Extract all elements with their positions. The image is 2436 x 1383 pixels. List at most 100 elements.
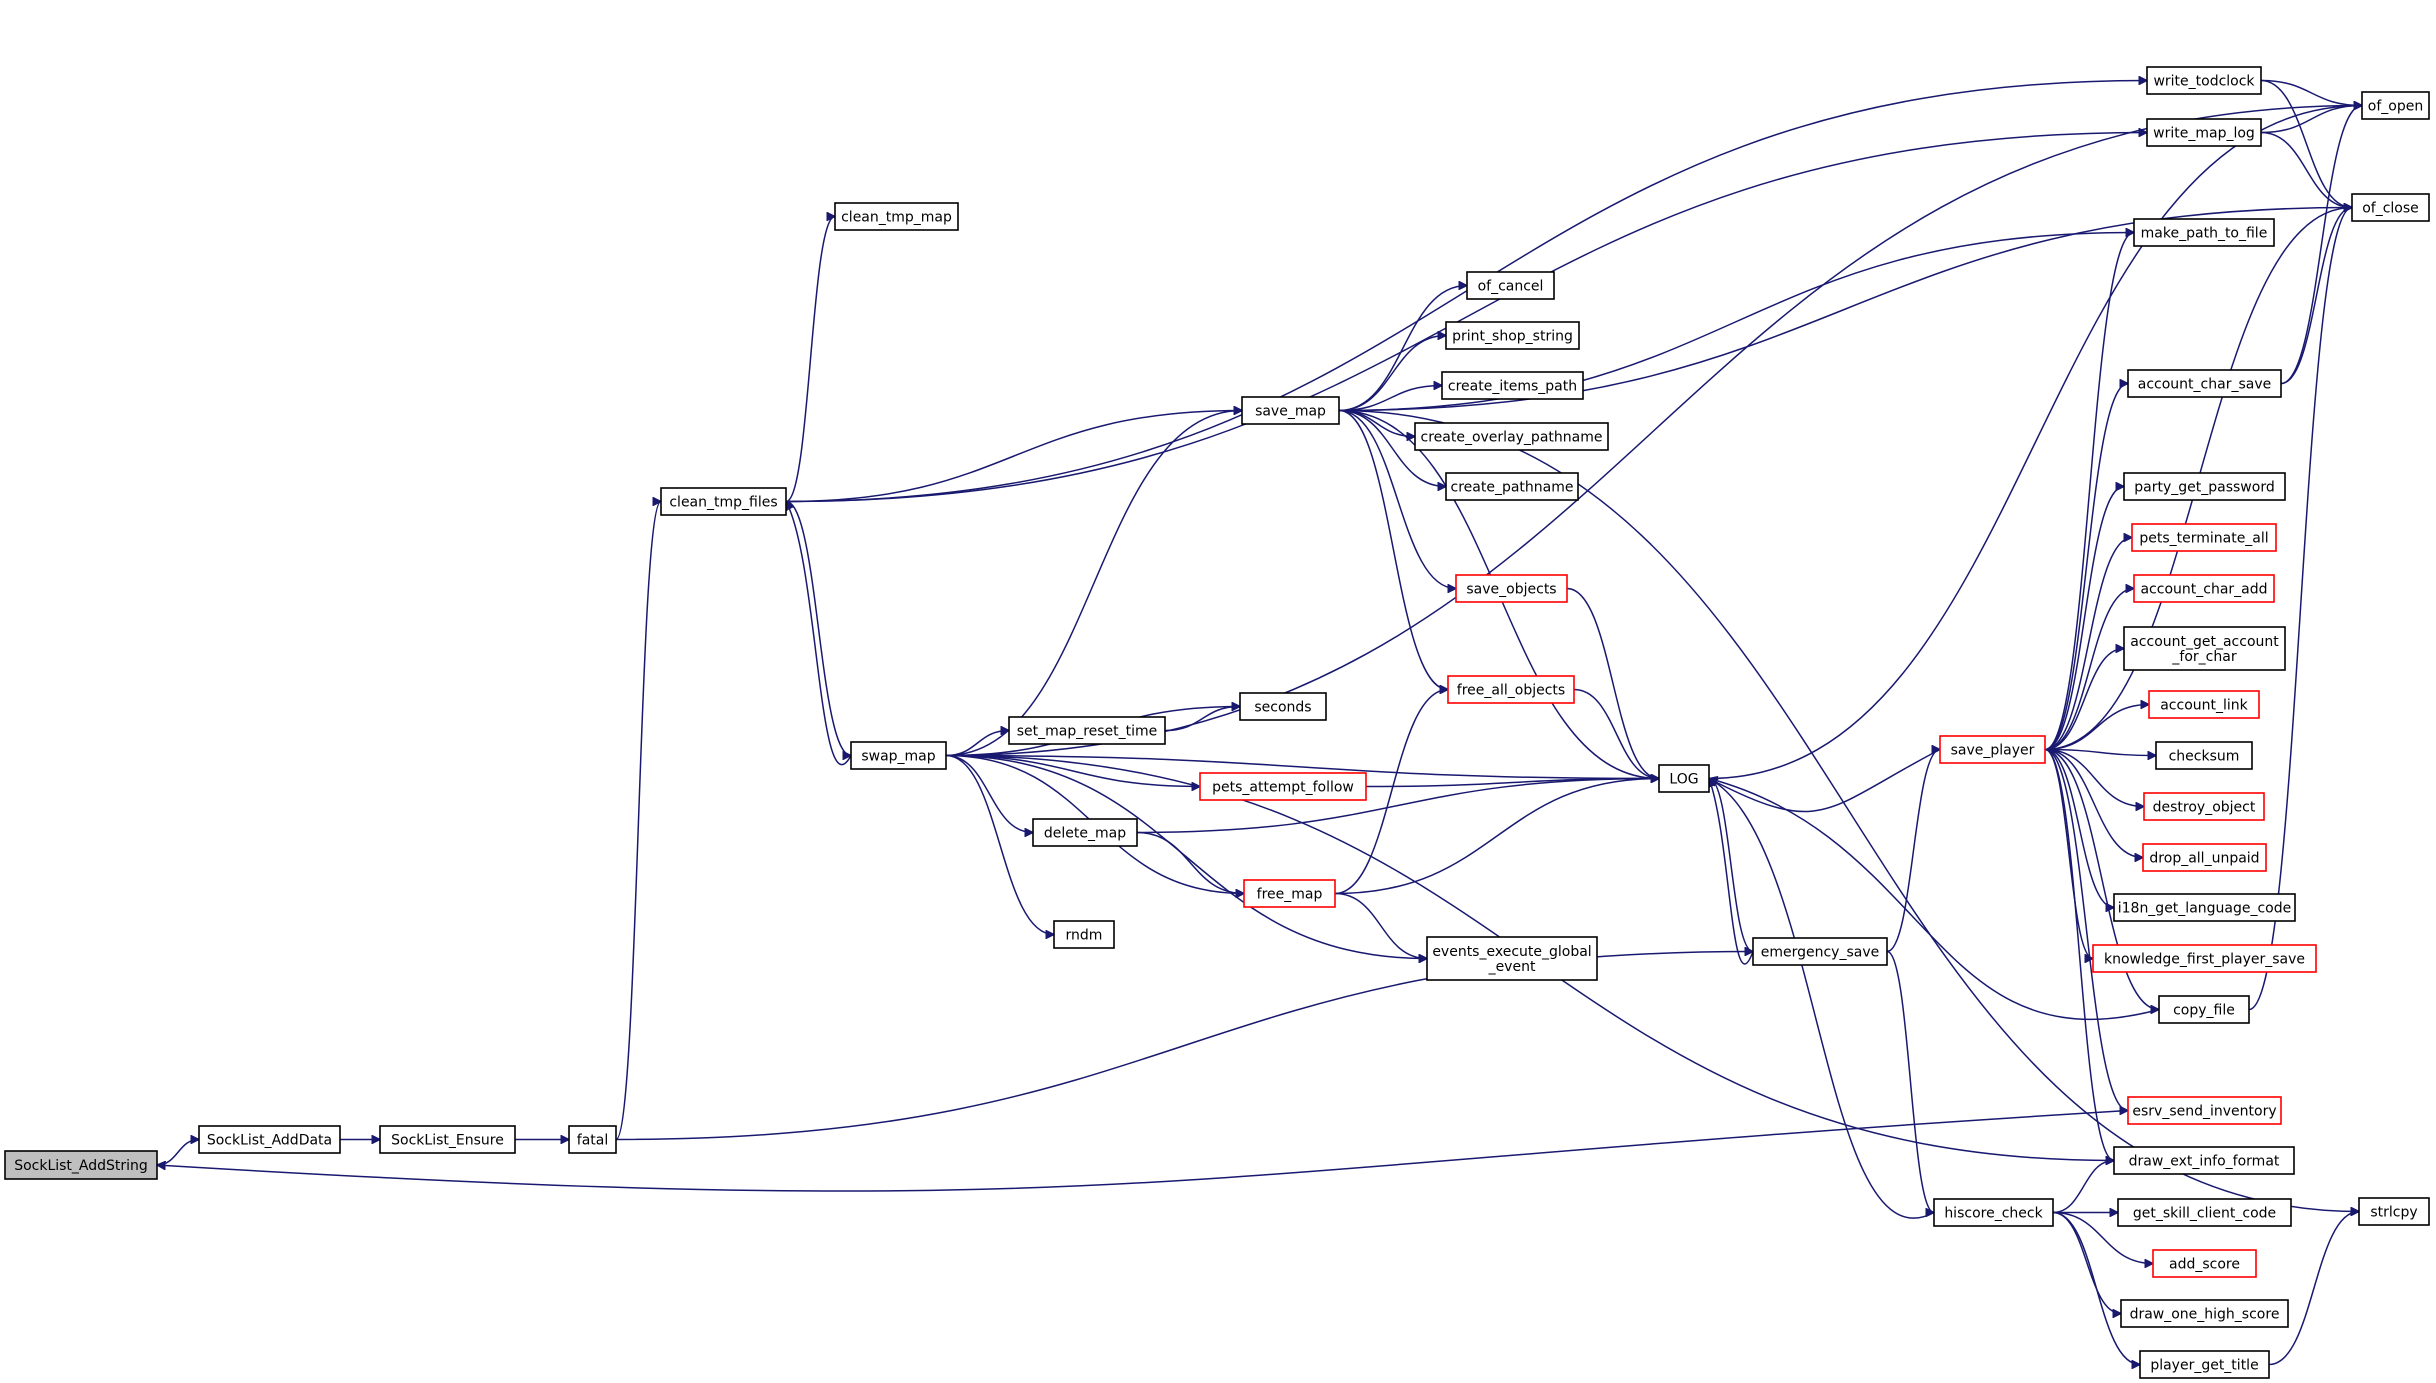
node-seconds[interactable]: seconds <box>1239 692 1327 721</box>
edge-hiscore-to-drawext <box>2052 1161 2114 1214</box>
node-acccharsave[interactable]: account_char_save <box>2127 369 2282 398</box>
node-drawone[interactable]: draw_one_high_score <box>2120 1299 2289 1328</box>
edge-log-to-ofopen <box>1708 106 2362 780</box>
node-cleantmpfiles[interactable]: clean_tmp_files <box>660 487 787 516</box>
node-label: account_link <box>2160 698 2248 714</box>
node-printshop[interactable]: print_shop_string <box>1445 321 1580 350</box>
node-rndm[interactable]: rndm <box>1053 920 1115 949</box>
edge-hiscore-to-log <box>1709 779 1935 1219</box>
edge-playertitle-to-strlcpy <box>2268 1212 2359 1366</box>
node-ofclose[interactable]: of_close <box>2351 193 2430 222</box>
node-cleantmpmap[interactable]: clean_tmp_map <box>834 202 959 231</box>
node-log[interactable]: LOG <box>1658 764 1710 793</box>
edge-saveplayer-to-petsterm <box>2044 538 2132 751</box>
node-accgetacc[interactable]: account_get_account_for_char <box>2123 626 2286 671</box>
node-label: knowledge_first_player_save <box>2104 952 2305 968</box>
node-deletemap[interactable]: delete_map <box>1032 818 1138 847</box>
node-drawext[interactable]: draw_ext_info_format <box>2113 1146 2295 1175</box>
node-setmapreset[interactable]: set_map_reset_time <box>1008 716 1166 745</box>
node-box <box>1239 692 1327 721</box>
node-box <box>1441 371 1584 400</box>
node-makepath[interactable]: make_path_to_file <box>2133 218 2275 247</box>
node-writetod[interactable]: write_todclock <box>2146 66 2262 95</box>
node-box <box>1426 936 1598 981</box>
edge-deletemap-to-freemap <box>1136 831 1244 894</box>
edge-freemap-to-eventsexec <box>1334 892 1427 959</box>
node-box <box>1032 818 1138 847</box>
node-box <box>1447 675 1575 704</box>
node-eventsexec[interactable]: events_execute_global_event <box>1426 936 1598 981</box>
edge-swapmap-to-log <box>945 754 1659 779</box>
edge-emergency-to-log <box>1709 779 1754 965</box>
node-box <box>1199 772 1367 801</box>
edge-saveplayer-to-log <box>1709 748 1941 813</box>
edge-acccharsave-to-ofopen <box>2280 106 2362 385</box>
edge-saveplayer-to-acclink <box>2044 705 2149 751</box>
node-sockaddstring[interactable]: SockList_AddString <box>4 1150 158 1180</box>
node-acccharadd[interactable]: account_char_add <box>2133 574 2275 603</box>
node-box <box>2113 893 2296 922</box>
node-saveobjects[interactable]: save_objects <box>1455 574 1568 603</box>
node-copyfile[interactable]: copy_file <box>2158 995 2250 1024</box>
node-fatal[interactable]: fatal <box>568 1125 617 1154</box>
node-partypass[interactable]: party_get_password <box>2123 472 2286 501</box>
node-label: create_pathname <box>1451 480 1574 496</box>
node-strlcpy[interactable]: strlcpy <box>2358 1197 2430 1226</box>
node-createitems[interactable]: create_items_path <box>1441 371 1584 400</box>
node-checksum[interactable]: checksum <box>2155 741 2253 770</box>
node-playertitle[interactable]: player_get_title <box>2139 1350 2270 1379</box>
node-swapmap[interactable]: swap_map <box>850 741 947 770</box>
node-box <box>2127 369 2282 398</box>
node-esrv[interactable]: esrv_send_inventory <box>2127 1096 2282 1125</box>
node-freeall[interactable]: free_all_objects <box>1447 675 1575 704</box>
node-addscore[interactable]: add_score <box>2152 1249 2257 1278</box>
edge-savemap-to-saveobjects <box>1338 409 1456 589</box>
node-emergency[interactable]: emergency_save <box>1752 937 1888 966</box>
node-label: copy_file <box>2173 1003 2235 1019</box>
node-petsfollow[interactable]: pets_attempt_follow <box>1199 772 1367 801</box>
node-saveplayer[interactable]: save_player <box>1939 735 2046 764</box>
node-label: account_char_add <box>2140 582 2267 598</box>
edge-swapmap-to-petsfollow <box>945 754 1200 787</box>
node-acclink[interactable]: account_link <box>2148 690 2260 719</box>
edge-saveplayer-to-makepath <box>2044 233 2134 751</box>
node-createoverlay[interactable]: create_overlay_pathname <box>1414 422 1609 451</box>
node-destroyobj[interactable]: destroy_object <box>2143 792 2265 821</box>
node-box <box>2148 690 2260 719</box>
node-sockensure[interactable]: SockList_Ensure <box>379 1125 516 1154</box>
node-label: account_char_save <box>2138 377 2271 393</box>
edge-savemap-to-createitems <box>1338 386 1442 412</box>
edge-writetod-to-ofopen <box>2260 79 2362 106</box>
node-knowledge[interactable]: knowledge_first_player_save <box>2092 944 2317 973</box>
node-savemap[interactable]: save_map <box>1241 396 1340 425</box>
node-box <box>568 1125 617 1154</box>
node-box <box>2120 1299 2289 1328</box>
node-getskill[interactable]: get_skill_client_code <box>2117 1198 2292 1227</box>
node-box <box>2358 1197 2430 1226</box>
node-box <box>2133 574 2275 603</box>
node-freemap[interactable]: free_map <box>1243 879 1336 908</box>
node-label: _for_char <box>2171 649 2236 665</box>
node-ofopen[interactable]: of_open <box>2361 91 2430 120</box>
node-box <box>1414 422 1609 451</box>
node-writemaplog[interactable]: write_map_log <box>2146 118 2262 147</box>
node-label: party_get_password <box>2134 480 2274 496</box>
edge-swapmap-to-deletemap <box>945 754 1033 833</box>
node-ofcancel[interactable]: of_cancel <box>1466 271 1555 300</box>
edge-swapmap-to-eventsexec <box>945 754 1427 959</box>
node-sockadddata[interactable]: SockList_AddData <box>198 1125 341 1154</box>
node-hiscore[interactable]: hiscore_check <box>1933 1198 2054 1227</box>
node-box <box>2146 118 2262 147</box>
edge-esrv-to-sockaddstring <box>157 1109 2129 1192</box>
node-createpath[interactable]: create_pathname <box>1445 472 1579 501</box>
node-box <box>2139 1350 2270 1379</box>
node-dropunpaid[interactable]: drop_all_unpaid <box>2142 843 2267 872</box>
node-label: save_player <box>1951 743 2035 759</box>
node-petsterm[interactable]: pets_terminate_all <box>2131 523 2277 552</box>
node-label: print_shop_string <box>1452 329 1573 345</box>
node-box <box>2131 523 2277 552</box>
node-i18n[interactable]: i18n_get_language_code <box>2113 893 2296 922</box>
edge-cleantmpfiles-to-swapmap <box>785 500 851 756</box>
node-label: i18n_get_language_code <box>2118 901 2292 917</box>
node-label: of_close <box>2362 201 2419 217</box>
